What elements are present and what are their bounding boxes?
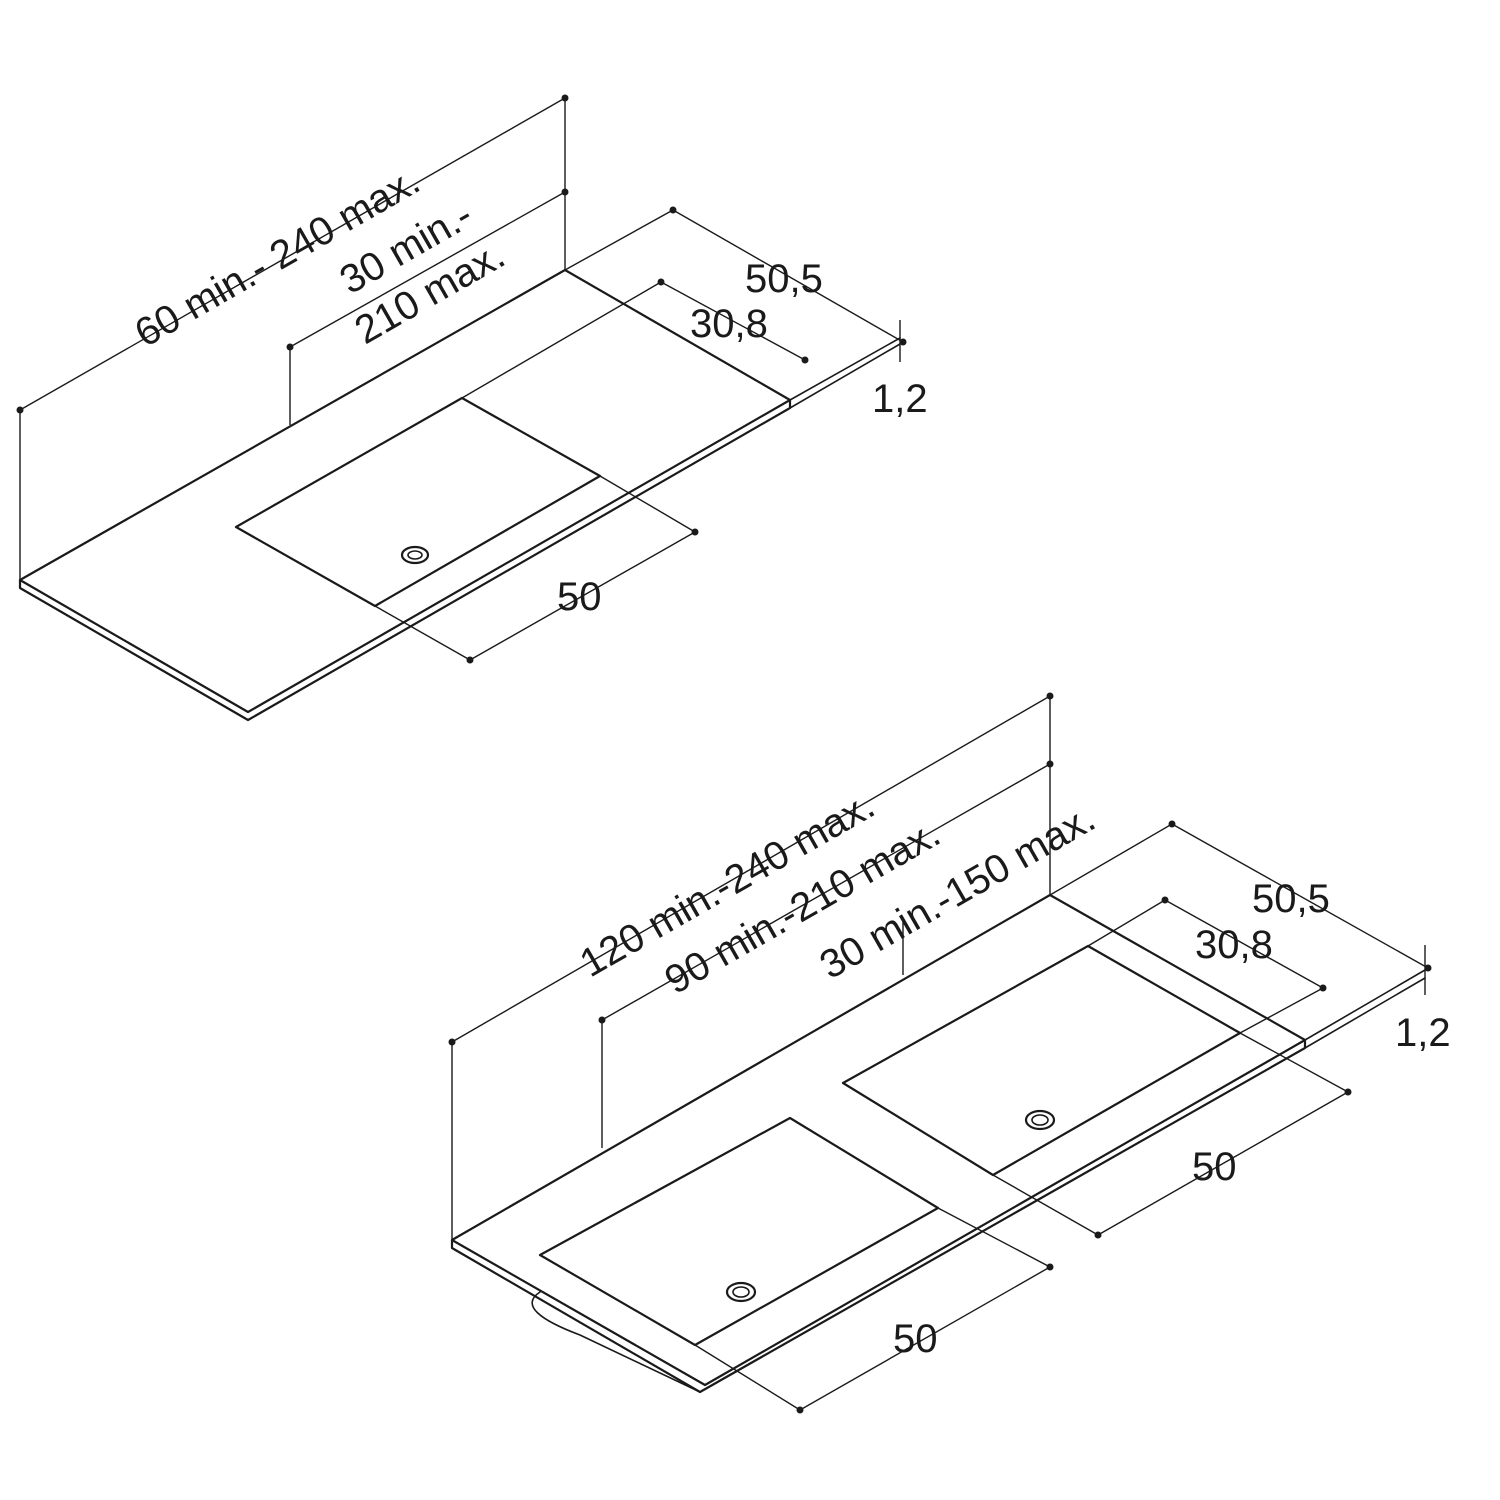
double-right-drain-icon	[1024, 1109, 1056, 1131]
double-thickness-label: 1,2	[1395, 1011, 1451, 1055]
single-width-dimension	[19, 97, 566, 411]
double-right-basin-width-dimension	[1097, 1091, 1349, 1236]
single-basin-drawing: 60 min.- 240 max. 30 min.- 210 max. 50,5…	[16, 94, 928, 722]
double-basin-depth-label: 30,8	[1195, 923, 1273, 967]
double-left-basin-outline	[538, 1116, 940, 1347]
single-right-width-dimension	[289, 191, 566, 348]
single-basin-width-dimension	[469, 531, 696, 661]
double-slab-back-edge	[1304, 977, 1426, 1049]
double-left-width-dimension	[601, 763, 1051, 1021]
single-slab-front-edge	[18, 398, 792, 722]
single-slab-back-edge	[789, 343, 901, 409]
single-drain-icon	[400, 545, 430, 565]
single-slab-top	[18, 268, 792, 714]
single-basin-depth-label: 30,8	[690, 302, 768, 346]
single-basin-width-label: 50	[557, 575, 602, 619]
double-left-basin-width-dimension	[799, 1266, 1051, 1411]
single-basin-depth-dimension	[660, 281, 806, 361]
single-depth-dimension	[672, 209, 904, 343]
double-right-basin-width-label: 50	[1192, 1145, 1237, 1189]
double-slab-front-edge	[450, 1038, 1307, 1394]
double-left-drain-icon	[725, 1281, 757, 1303]
single-thickness-label: 1,2	[872, 377, 928, 421]
single-depth-label: 50,5	[745, 257, 823, 301]
double-left-basin-width-label: 50	[893, 1317, 938, 1361]
double-depth-dimension	[1171, 823, 1429, 969]
double-basin-drawing: 120 min.-240 max. 90 min.-210 max. 30 mi…	[448, 692, 1451, 1414]
double-basin-depth-dimension	[1164, 899, 1324, 989]
double-width-dimension	[451, 695, 1051, 1043]
double-depth-label: 50,5	[1252, 877, 1330, 921]
single-basin-outline	[234, 396, 602, 608]
